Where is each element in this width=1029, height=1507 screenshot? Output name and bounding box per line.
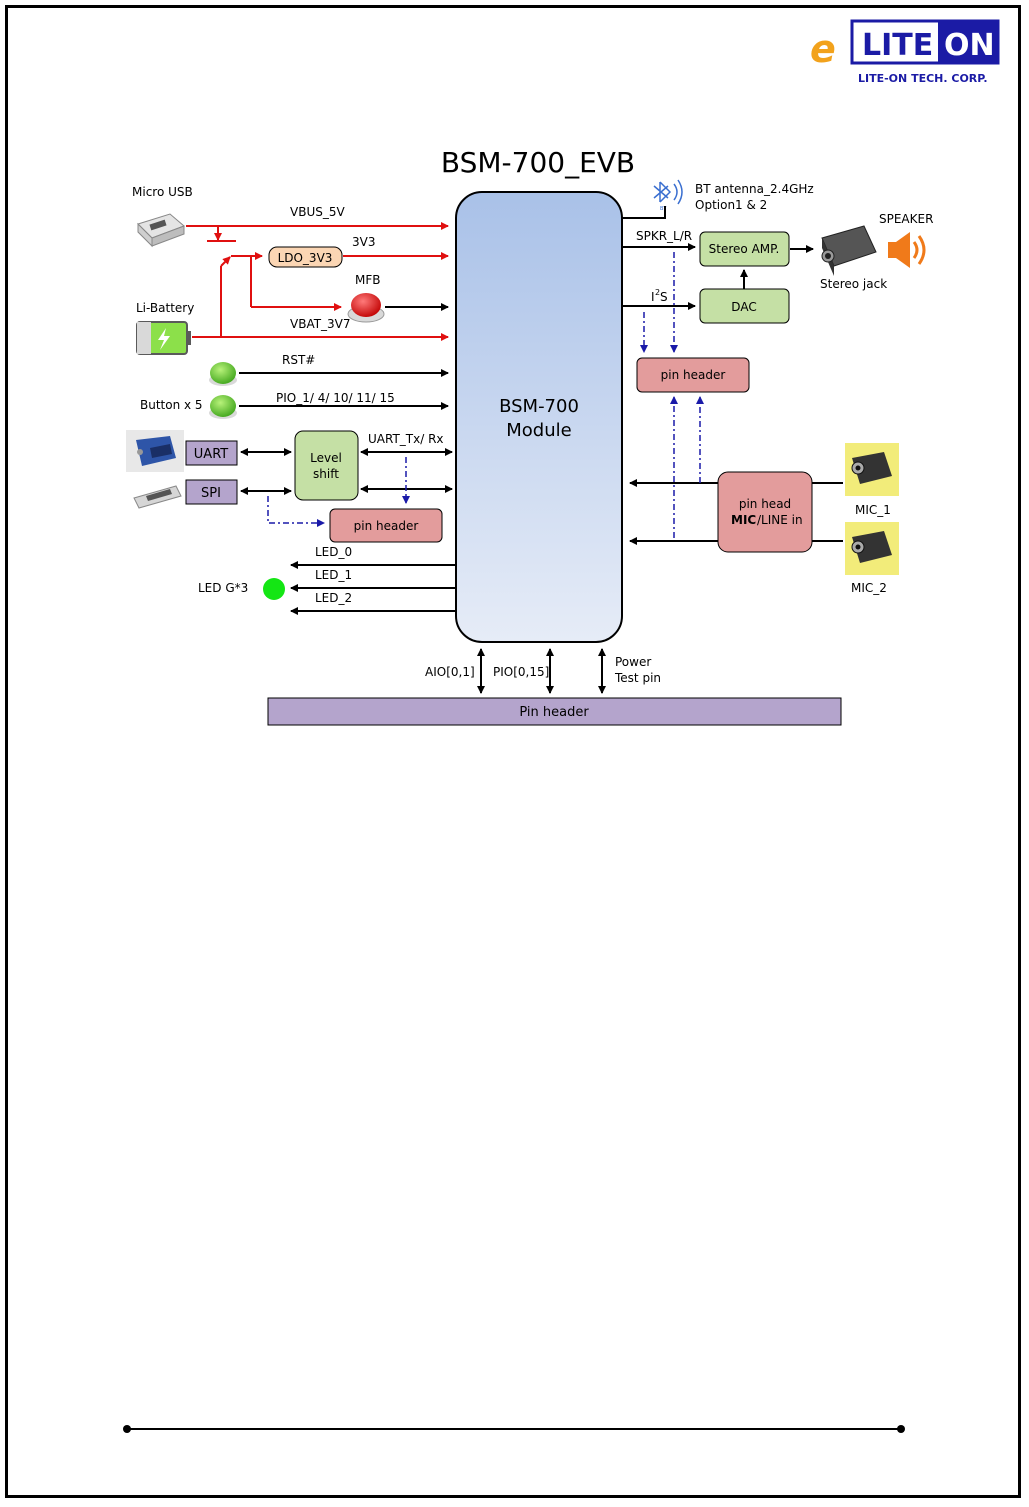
uart-connector-icon [126, 430, 184, 472]
stereo-amp-label: Stereo AMP. [709, 242, 780, 256]
spi-connector-icon [133, 485, 182, 509]
button-x5-label: Button x 5 [140, 398, 203, 412]
micro-usb-label: Micro USB [132, 185, 193, 199]
led-2-label: LED_2 [315, 591, 352, 605]
module-label-2: Module [506, 420, 571, 441]
right-pin-header-label: pin header [661, 368, 726, 382]
vbat-label: VBAT_3V7 [290, 317, 351, 331]
v3v3-label: 3V3 [352, 235, 375, 249]
mic-pin-head-label-line: /LINE in [757, 513, 803, 527]
vbus-label: VBUS_5V [290, 205, 345, 219]
level-shift-label-2: shift [313, 467, 339, 481]
led-1-label: LED_1 [315, 568, 352, 582]
left-pin-header-label: pin header [354, 519, 419, 533]
logo-on: ON [944, 28, 995, 63]
i2s-label-i: I [651, 290, 655, 304]
uart-label: UART [194, 447, 228, 462]
mic-pin-head-box [717, 471, 813, 553]
uart-txrx-label: UART_Tx/ Rx [368, 432, 444, 446]
spi-box [185, 479, 238, 505]
power-label-2: Test pin [614, 671, 661, 685]
mic-2-label: MIC_2 [851, 581, 887, 595]
diagram-title: BSM-700_EVB [441, 146, 635, 179]
spi-label: SPI [201, 486, 221, 501]
footer-rule [123, 1425, 905, 1433]
pio-label: PIO[0,15] [493, 665, 549, 679]
led-0-label: LED_0 [315, 545, 352, 559]
mfb-button-icon [347, 293, 385, 323]
micro-usb-icon [137, 213, 185, 248]
bottom-pin-header-label: Pin header [519, 705, 589, 720]
speaker-icon [888, 232, 926, 268]
right-pin-header-box [636, 357, 750, 393]
right-dashed-lines [640, 252, 704, 538]
bt-antenna-label-1: BT antenna_2.4GHz [695, 182, 814, 196]
speaker-label: SPEAKER [879, 212, 933, 226]
power-lines [186, 222, 449, 341]
spkr-lr-label: SPKR_L/R [636, 229, 692, 243]
stereo-amp-box [699, 231, 790, 267]
mic-lines [629, 479, 843, 545]
aio-label: AIO[0,1] [425, 665, 475, 679]
ldo-3v3-label: LDO_3V3 [278, 251, 333, 265]
company-name: LITE-ON TECH. CORP. [858, 72, 988, 85]
module-label-1: BSM-700 [499, 396, 579, 417]
power-label-1: Power [615, 655, 651, 669]
rst-button-icon [209, 362, 237, 386]
i2s-label-s: S [660, 290, 668, 304]
left-pin-header-box [329, 508, 443, 543]
ldo-3v3-box [268, 246, 343, 268]
logo-on-block [938, 21, 998, 63]
pio-buttons-label: PIO_1/ 4/ 10/ 11/ 15 [276, 391, 395, 405]
li-battery-label: Li-Battery [136, 301, 194, 315]
rst-label: RST# [282, 353, 315, 367]
stereo-jack-label: Stereo jack [820, 277, 887, 291]
level-shift-box [294, 430, 359, 501]
mfb-label: MFB [355, 273, 381, 287]
led-g3-label: LED G*3 [198, 581, 248, 595]
logo-lite: LITE [862, 28, 933, 63]
uart-box [185, 440, 238, 466]
mic-pin-head-label-mic: MIC [731, 513, 756, 527]
logo-e: e [810, 27, 836, 71]
pio-button-icon [209, 395, 237, 419]
bluetooth-antenna-icon: BT [653, 179, 683, 212]
stereo-jack-icon [821, 225, 877, 276]
led-lines [290, 561, 455, 615]
svg-text:BT: BT [660, 206, 667, 212]
bottom-bus-lines [477, 648, 606, 694]
mic-1-jack-icon [845, 443, 899, 496]
page-border [5, 5, 1021, 1498]
i2s-label-2: 2 [655, 288, 660, 297]
liteon-logo: e LITE ON LITE-ON TECH. CORP. [810, 19, 1000, 85]
dac-label: DAC [731, 300, 756, 314]
mic-2-jack-icon [845, 522, 899, 575]
battery-icon [136, 321, 191, 355]
mic-pin-head-label-1: pin head [739, 497, 791, 511]
left-dashed-lines [267, 457, 410, 527]
bt-antenna-label-2: Option1 & 2 [695, 198, 767, 212]
mic-1-label: MIC_1 [855, 503, 891, 517]
bsm-700-module [455, 191, 623, 643]
level-shift-label-1: Level [310, 451, 342, 465]
bottom-pin-header-box [267, 697, 842, 726]
led-green-icon [263, 578, 285, 600]
